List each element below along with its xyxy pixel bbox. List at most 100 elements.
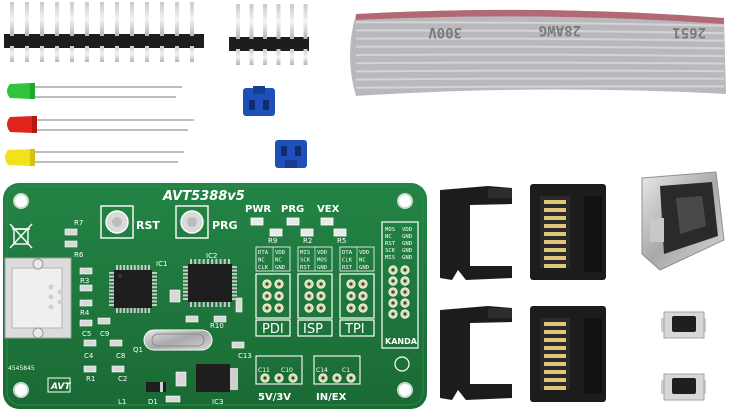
header-pin bbox=[115, 2, 119, 36]
cable-ridge bbox=[355, 45, 725, 50]
ic-pin bbox=[109, 282, 114, 285]
pin-label: CLK bbox=[342, 258, 353, 264]
ic-pin bbox=[109, 272, 114, 274]
ic-pin bbox=[228, 302, 230, 307]
programmer-pcb: AVT5388v5 RST bbox=[3, 183, 427, 409]
ic-pin bbox=[144, 265, 147, 270]
header-pin bbox=[10, 2, 14, 36]
idc-contact bbox=[544, 330, 566, 334]
tactile-switch-icon bbox=[661, 373, 706, 401]
ic-pin bbox=[109, 289, 114, 292]
cable-ridge bbox=[355, 37, 725, 42]
pin-label: RST bbox=[385, 241, 396, 247]
jumper-cap bbox=[275, 140, 307, 168]
ic2-usb-controller: IC2 bbox=[183, 252, 237, 307]
ic-pin bbox=[126, 265, 129, 270]
pad-hole bbox=[391, 279, 395, 283]
ic-pin bbox=[148, 308, 150, 313]
ic-pin bbox=[198, 302, 201, 307]
cable-marking: 300V bbox=[428, 24, 462, 40]
header-pin bbox=[25, 46, 29, 62]
ic-pin bbox=[126, 308, 129, 313]
ic-pin bbox=[232, 276, 237, 279]
pin-label: NC bbox=[275, 258, 282, 264]
ic-pin bbox=[183, 276, 188, 279]
ic-pin bbox=[232, 273, 237, 276]
idc-contact bbox=[544, 362, 566, 366]
header-pin bbox=[290, 49, 294, 65]
header-label-pdi: PDI bbox=[262, 322, 284, 337]
refdes-c2: C2 bbox=[118, 375, 127, 383]
pad-hole bbox=[361, 282, 365, 286]
ic-pin bbox=[152, 300, 157, 303]
ic-pin bbox=[232, 294, 237, 297]
header-pin bbox=[175, 46, 179, 62]
pin-label: DTA bbox=[342, 250, 353, 256]
ic-pin bbox=[211, 302, 214, 307]
reset-button-footprint: RST bbox=[100, 205, 160, 239]
pin-label: SCK bbox=[300, 258, 311, 264]
ic-pin bbox=[183, 287, 188, 290]
ic-pin bbox=[123, 308, 126, 313]
crystal-q1 bbox=[143, 329, 213, 351]
diode-d1 bbox=[146, 382, 166, 392]
pad-hole bbox=[361, 294, 365, 298]
pin-label: DTA bbox=[258, 250, 269, 256]
pad-hole bbox=[307, 282, 311, 286]
led-red bbox=[7, 116, 194, 133]
refdes-l1: L1 bbox=[118, 398, 126, 406]
idc-contact bbox=[544, 216, 566, 220]
idc-contact bbox=[544, 322, 566, 326]
ic-pin bbox=[152, 279, 157, 282]
ic-pin bbox=[206, 259, 209, 264]
refdes-c9: C9 bbox=[100, 330, 109, 338]
header-pin bbox=[145, 46, 149, 62]
program-button-label: PRG bbox=[212, 219, 238, 232]
refdes-r1: R1 bbox=[86, 375, 95, 383]
ic-pin bbox=[123, 265, 126, 270]
pin-label: NC bbox=[359, 258, 366, 264]
idc-strain-relief-bottom bbox=[440, 306, 512, 400]
header-pin bbox=[145, 2, 149, 36]
ic-pin bbox=[202, 302, 205, 307]
refdes-r7: R7 bbox=[74, 219, 83, 227]
ic-pin bbox=[190, 302, 192, 307]
header-pin bbox=[70, 46, 74, 62]
header-pin bbox=[55, 46, 59, 62]
pad-hole bbox=[321, 376, 325, 380]
ic1-microcontroller: IC1 bbox=[109, 260, 167, 313]
ribbon-cable: 300V 28AWG 2651 bbox=[350, 9, 726, 96]
ic-pin bbox=[133, 308, 136, 313]
ic-pin bbox=[232, 283, 237, 286]
ic-pin bbox=[130, 308, 133, 313]
header-isp: ISP bbox=[297, 273, 333, 337]
ic-pin bbox=[198, 259, 201, 264]
cable-ridge bbox=[355, 21, 725, 27]
program-button-footprint: PRG bbox=[175, 205, 238, 239]
jumper-block-power-source: C14 C1 IN/EX bbox=[313, 355, 361, 403]
header-pin bbox=[160, 46, 164, 62]
ic-pin bbox=[232, 280, 237, 283]
header-body bbox=[4, 34, 204, 48]
pad-hole bbox=[349, 282, 353, 286]
idc-connector-icon bbox=[530, 306, 606, 402]
pad-hole bbox=[403, 312, 407, 316]
refdes-c8: C8 bbox=[116, 352, 125, 360]
header-pin bbox=[249, 49, 254, 65]
pin-label: GND bbox=[317, 265, 328, 271]
pad-hole bbox=[391, 312, 395, 316]
status-label-vex: VEX bbox=[317, 204, 340, 215]
status-label-prg: PRG bbox=[281, 204, 304, 215]
ic-pin bbox=[152, 289, 157, 292]
avt-logo-text: AVT bbox=[50, 382, 71, 392]
ic-pin bbox=[183, 269, 188, 272]
jumper-cap bbox=[243, 86, 275, 116]
ic-pin bbox=[119, 265, 122, 270]
header-label-tpi: TPI bbox=[344, 322, 365, 337]
ic-pin bbox=[152, 275, 157, 278]
header-pin bbox=[190, 2, 194, 36]
pad-hole bbox=[361, 306, 365, 310]
ic-pin bbox=[232, 269, 237, 272]
refdes-ic3: IC3 bbox=[212, 398, 223, 406]
